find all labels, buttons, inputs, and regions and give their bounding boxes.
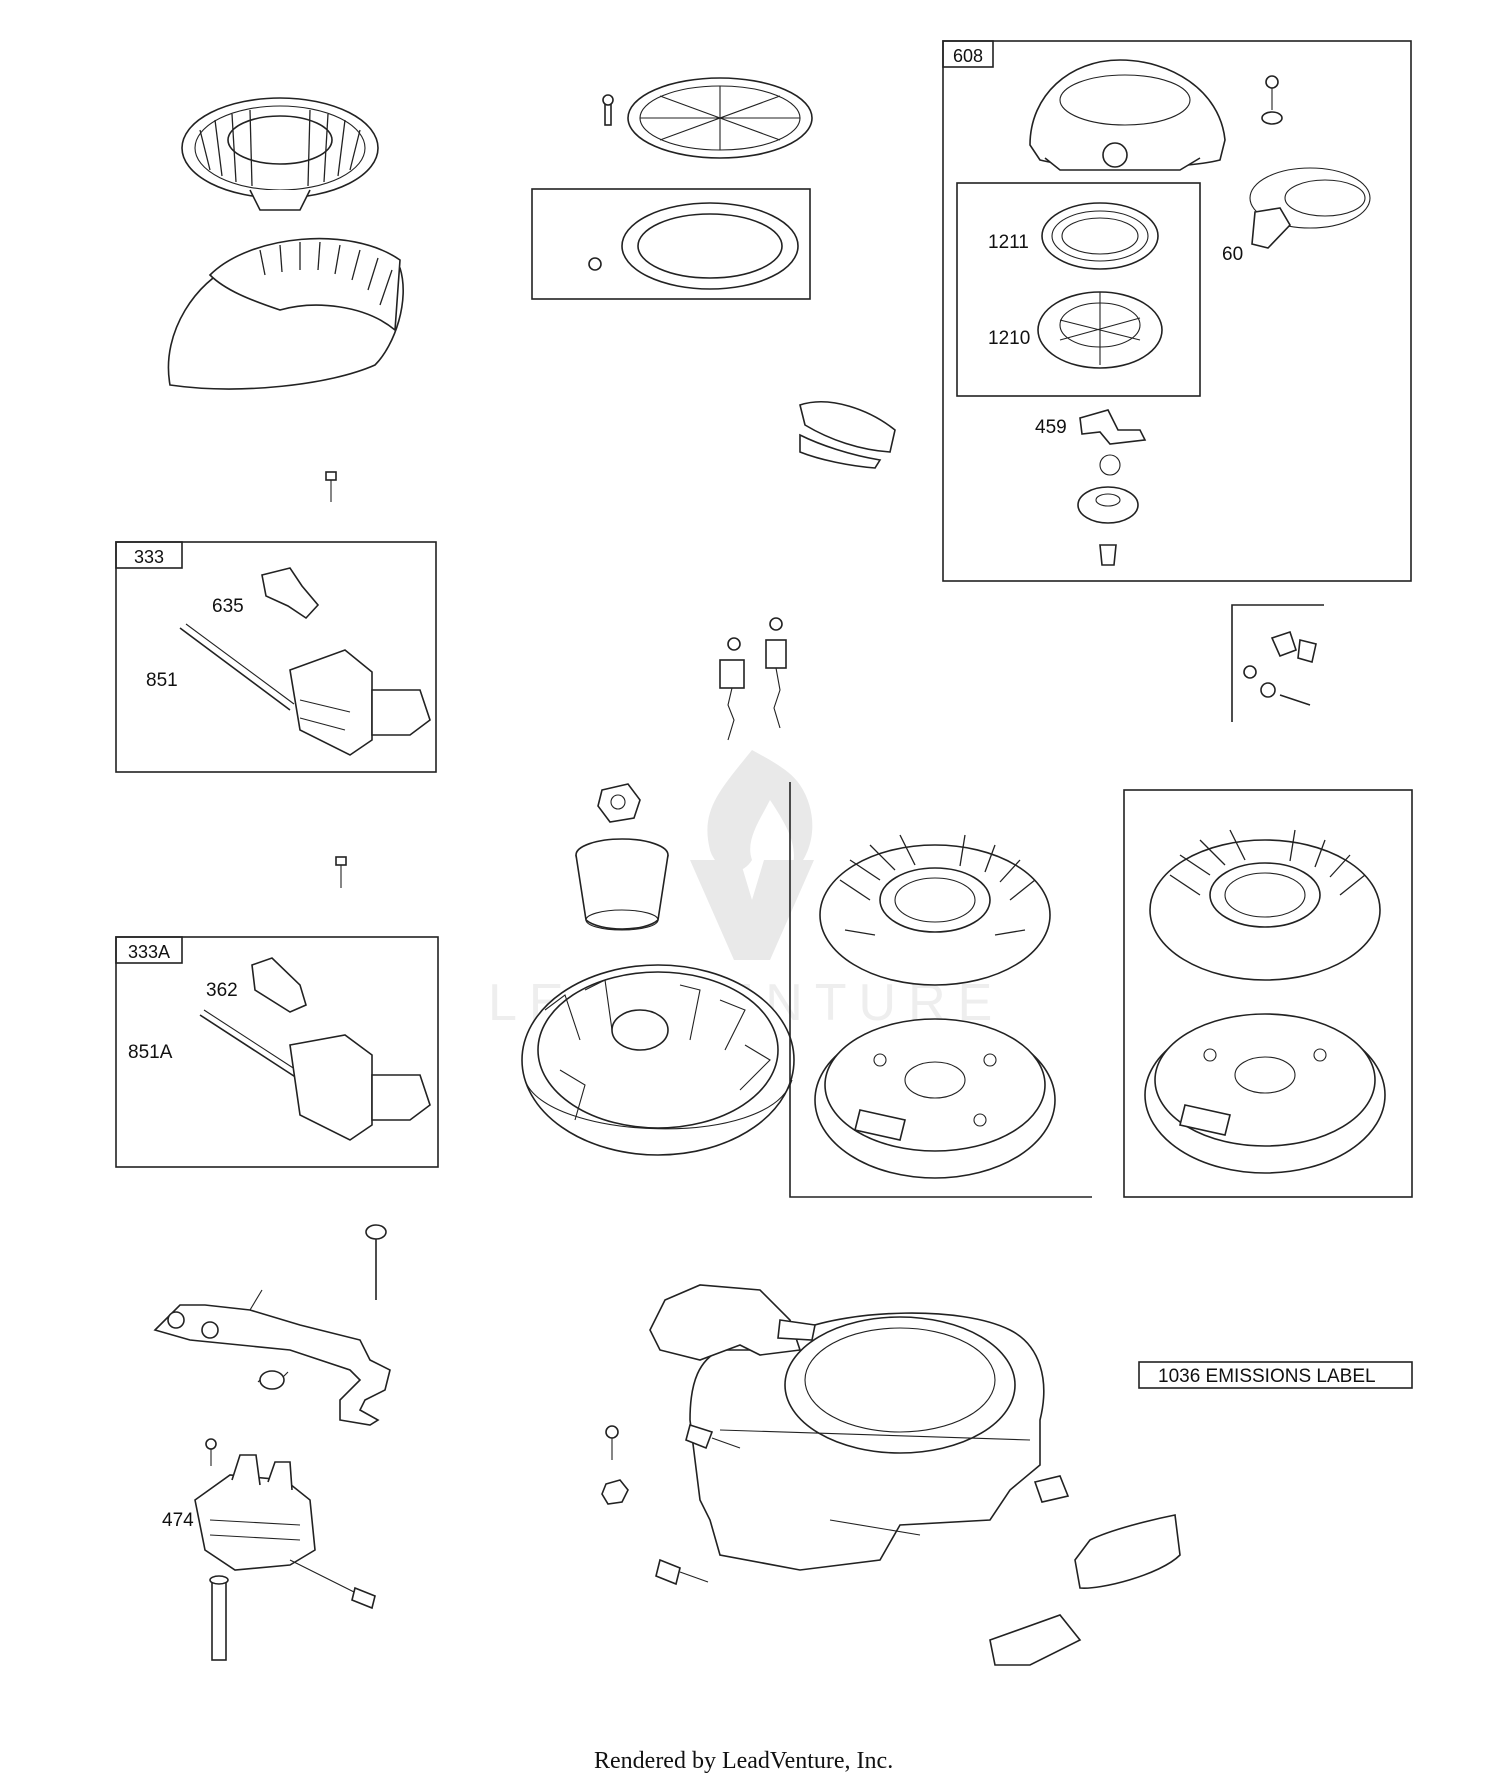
armature-box [115,541,437,773]
armature-alt-box [115,936,439,1168]
stop-switch [194,1454,376,1610]
governor-bolt [365,1224,387,1300]
ratchet-screw [1099,544,1117,566]
rotating-screen-top-left [181,97,379,211]
ratchet [1077,486,1139,524]
screen-ring [588,202,799,290]
flywheel-box-a [789,782,1092,1198]
svg-text:333A: 333A [128,942,170,962]
blower-nut [601,1479,629,1505]
blower-shield [989,1514,1181,1666]
pulley [1037,291,1163,369]
flywheel-nut [597,783,641,823]
screw-part [325,471,337,502]
emissions-label-box: 1036 EMISSIONS LABEL [1138,1361,1413,1389]
svg-text:608: 608 [953,46,983,66]
fan-b [1149,829,1381,981]
ring-group-box [531,188,811,300]
starter-rope-handle [1249,167,1371,249]
callout-474: 474 [162,1510,194,1531]
callout-851: 851 [146,670,178,691]
retainer-ring [1099,454,1121,476]
blower-bolt-a [685,1423,741,1450]
callout-851a: 851A [128,1042,173,1063]
rewind-housing [1029,59,1226,171]
rewind-starter-box [942,40,1412,582]
armature-screw [335,856,347,888]
governor-spring [257,1370,289,1390]
callout-1211: 1211 [988,232,1029,253]
box-label-333: 333 [115,541,183,569]
starter-cup [575,838,669,931]
governor-lever [153,1289,391,1426]
standoff-post [209,1575,229,1661]
control-bracket [799,401,896,469]
spark-plug-boot [261,567,320,620]
brake-hardware [1243,630,1317,706]
box-label-333a: 333A [115,936,183,964]
callout-60: 60 [1222,244,1243,265]
v-logo-icon [690,860,814,960]
flame-logo-icon [707,750,813,875]
armature-coil [179,623,431,756]
governor-link [719,617,787,741]
svg-text:1036 EMISSIONS LABEL: 1036 EMISSIONS LABEL [1158,1366,1376,1387]
rewind-spring [1041,202,1159,270]
callout-459: 459 [1035,417,1067,438]
flywheel-b [1144,1013,1386,1174]
box-label-608: 608 [942,40,994,68]
stop-switch-screw [205,1438,217,1466]
blower-housing [689,1312,1045,1571]
grass-screen [602,77,813,159]
blower-housing-cover [167,237,404,390]
callout-635: 635 [212,596,244,617]
pawl-spring [1079,409,1147,445]
spring-pulley-box [956,182,1201,397]
armature-coil-alt [199,1009,431,1141]
housing-screw [1261,75,1283,125]
fan-a [819,834,1051,986]
callout-362: 362 [206,980,238,1001]
spark-plug-boot-alt [251,957,307,1013]
footer-credit: Rendered by LeadVenture, Inc. [594,1748,893,1774]
bracket-clip [1033,1475,1070,1503]
flywheel-center [521,964,795,1156]
callout-1210: 1210 [988,328,1030,349]
flywheel-a [814,1018,1056,1179]
air-guide [649,1284,816,1361]
blower-screw [605,1425,619,1460]
flywheel-box-b [1123,789,1413,1198]
svg-text:333: 333 [134,547,164,567]
hardware-partial-box [1231,604,1324,722]
blower-bolt-b [655,1558,709,1586]
